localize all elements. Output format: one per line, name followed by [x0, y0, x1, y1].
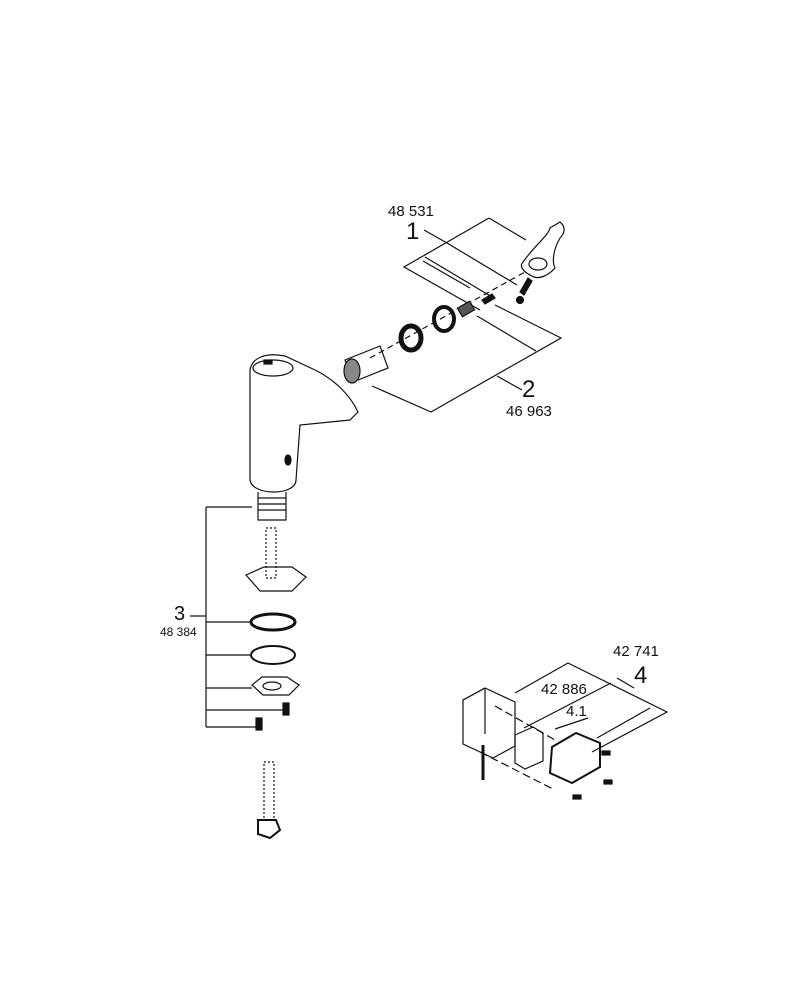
cartridge-parts: [343, 293, 496, 384]
index-group-2: 2: [522, 376, 536, 403]
axis-line: [369, 271, 526, 359]
faucet-body: [245, 354, 359, 840]
index-group-4-1: 4.1: [566, 703, 587, 720]
index-group-3: 3: [174, 603, 186, 625]
index-group-1: 1: [406, 218, 420, 245]
part-number-group-4: 42 741: [613, 643, 659, 660]
sensor-box-assembly: [462, 662, 669, 800]
part-number-group-2: 46 963: [506, 403, 552, 420]
group-3-bracket: [190, 506, 283, 728]
part-number-group-1: 48 531: [388, 203, 434, 220]
part-number-group-4-1: 42 886: [541, 681, 587, 698]
group-2-bracket: [371, 304, 563, 413]
lever-handle: [515, 221, 565, 305]
part-number-group-3: 48 384: [160, 625, 197, 639]
group-1-bracket: [402, 217, 527, 311]
index-group-4: 4: [634, 662, 648, 689]
